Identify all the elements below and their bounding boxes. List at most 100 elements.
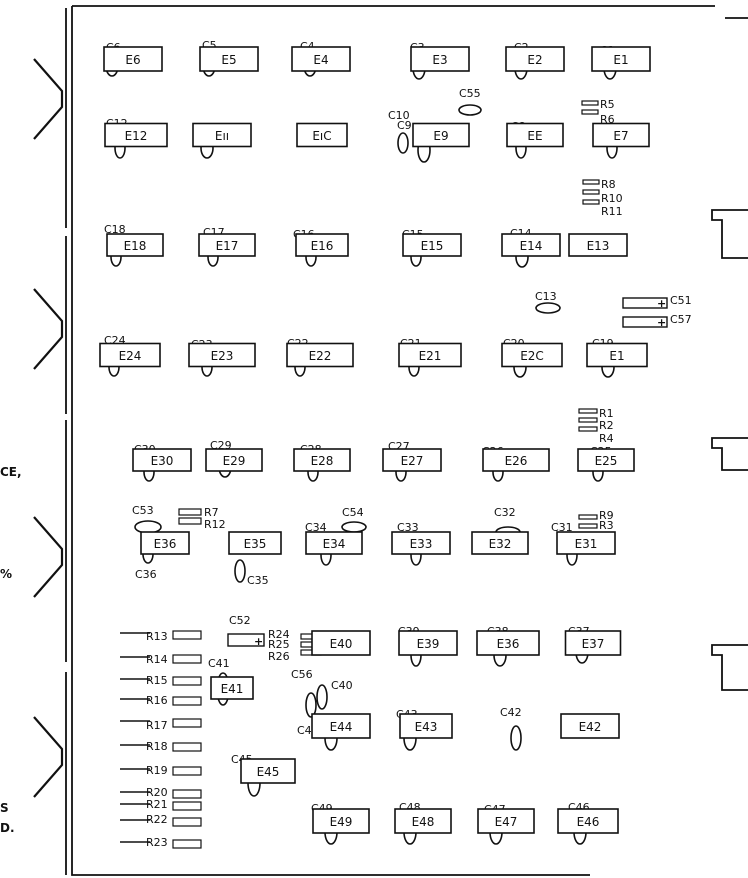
chip-label: E30 [151,454,174,468]
capacitor-label: C56 [291,668,313,681]
resistor-label: R13 [146,630,168,643]
resistor-r26: R26 [268,649,322,663]
chip-e40: E40 [311,630,371,656]
resistor-label: R2 [599,419,614,432]
resistor-label: R11 [601,205,623,218]
resistor-r23: R23 [120,836,202,849]
chip-label: E48 [412,815,435,829]
chip-e39: E39 [398,630,458,656]
chip-label: E21 [419,349,442,363]
resistor-r8: R8 [582,178,616,191]
chip-e36: E36 [140,531,190,555]
chip-e1: E1 [586,342,648,368]
chip-label: E18 [124,239,147,253]
chip-e3: E3 [410,46,470,72]
margin-text-fragments: CE,%SD. [0,465,22,835]
chip-e47: E47 [477,808,535,834]
chip-label: E36 [154,537,177,551]
resistor-r11: R11 [582,199,623,218]
capacitor-label: C13 [535,290,557,303]
chip-e29: E29 [205,448,263,472]
chip-e15: E15 [402,233,462,257]
capacitor-label: C40 [331,679,353,692]
chip-label: E15 [421,239,444,253]
chip-e43: E43 [399,713,453,739]
resistor-label: R10 [601,192,623,205]
chip-e2c: E2C [501,342,563,368]
resistor-label: R26 [268,650,290,663]
chip-e37: E37 [564,630,622,656]
chip-label: E22 [309,349,332,363]
resistor-r19: R19 [120,764,202,777]
side-tab [711,644,748,691]
capacitor-c10: C10 [388,109,410,154]
chip-e1: E1 [591,46,651,72]
chip-e36: E36 [476,630,540,656]
chip-label: E3 [432,53,447,67]
plus-sign: + [657,297,666,310]
resistor-r18: R18 [120,740,202,753]
resistor-label: R1 [599,407,614,420]
capacitor-label: C33 [397,521,419,534]
chip-e27: E27 [382,448,442,472]
capacitor-c55: C55 [458,87,482,116]
chip-label: E28 [311,454,334,468]
resistor-r5: R5 [581,98,615,111]
chip-label: E33 [410,537,433,551]
chip-label: E26 [505,454,528,468]
capacitor-label: C51 [670,294,692,307]
resistor-label: R17 [146,719,168,732]
capacitor-label: C41 [208,657,230,670]
chip-label: EıC [312,129,331,143]
resistor-r2: R2 [578,417,614,432]
chip-e12: E12 [104,122,168,148]
capacitor-c56: C56 [291,668,317,718]
capacitor-c35: C35 [234,559,269,587]
resistor-label: R21 [146,798,168,811]
chip-e46: E46 [557,808,619,834]
capacitor-label: C34 [305,521,327,534]
chip-label: E1 [613,53,628,67]
margin-text-fragment: CE, [0,465,22,479]
chip-e32: E32 [471,531,529,555]
chip-label: E2C [520,349,544,363]
chip-e41: E41 [210,676,254,700]
chip-label: E25 [595,454,618,468]
side-tab [711,209,748,259]
chip-label: E24 [119,349,142,363]
resistor-label: R20 [146,786,168,799]
chip-label: E4 [313,53,328,67]
chip-e14: E14 [501,233,561,257]
chip-e23: E23 [188,342,256,368]
chip-e9: E9 [412,122,470,148]
chip-label: E35 [244,537,267,551]
chip-label: E43 [415,720,438,734]
chip-label: E29 [223,454,246,468]
chip-e42: E42 [560,713,620,739]
resistor-label: R8 [601,178,616,191]
resistor-label: R19 [146,764,168,777]
board-outline [65,5,748,876]
resistor-r21: R21 [120,798,202,811]
resistor-label: R4 [599,432,614,445]
connector-bracket [33,716,64,798]
resistor-r13: R13 [120,630,202,643]
chip-label: Eıı [215,129,229,143]
resistor-r9: R9 [578,509,614,522]
chip-e28: E28 [293,448,351,472]
chip-label: E44 [330,720,353,734]
connector-bracket [33,58,64,140]
resistor-r4: R4 [578,426,614,445]
chip-label: E9 [433,129,448,143]
plus-sign: + [254,635,263,648]
chip-label: E17 [216,239,239,253]
connector-bracket [33,288,64,370]
connector-bracket [33,516,64,598]
capacitor-c13: C13 [535,290,561,314]
capacitor-label: C57 [670,313,692,326]
resistor-label: R24 [268,628,290,641]
right-side-tabs [711,209,748,691]
capacitor-label: C55 [459,87,481,100]
capacitor-label: C52 [229,614,251,627]
